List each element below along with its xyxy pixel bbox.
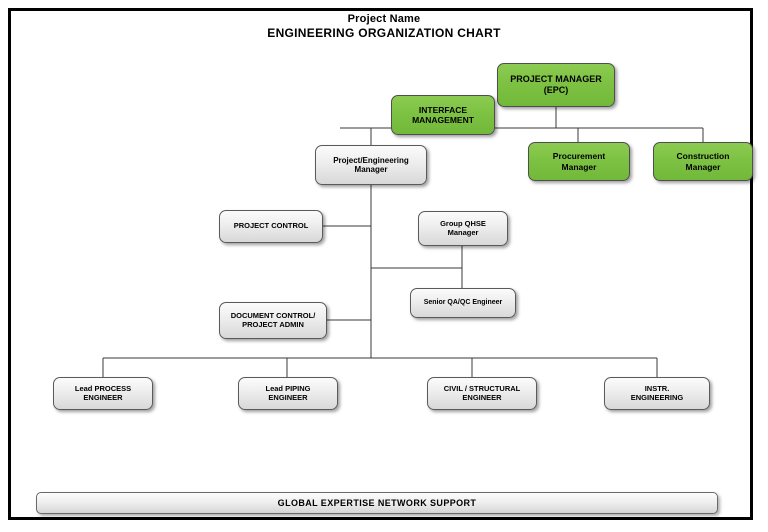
chart-border-frame [8, 8, 753, 520]
node-label: PROJECT MANAGER (EPC) [510, 74, 602, 95]
node-label: Project/Engineering Manager [333, 155, 409, 174]
footer-label: GLOBAL EXPERTISE NETWORK SUPPORT [277, 498, 477, 508]
node-label: CIVIL / STRUCTURAL ENGINEER [443, 383, 521, 402]
node-interface-management[interactable]: INTERFACE MANAGEMENT [391, 95, 495, 135]
node-label: Lead PROCESS ENGINEER [74, 383, 132, 402]
node-instr-engineering[interactable]: INSTR. ENGINEERING [604, 377, 710, 410]
node-label: Senior QA/QC Engineer [423, 298, 503, 306]
node-project-manager-epc[interactable]: PROJECT MANAGER (EPC) [497, 63, 615, 107]
node-project-engineering-manager[interactable]: Project/Engineering Manager [315, 145, 427, 185]
node-document-control[interactable]: DOCUMENT CONTROL/ PROJECT ADMIN [219, 302, 327, 339]
node-label: Construction Manager [676, 151, 730, 172]
node-construction-manager[interactable]: Construction Manager [653, 142, 753, 181]
node-lead-process-engineer[interactable]: Lead PROCESS ENGINEER [53, 377, 153, 410]
node-civil-structural-engineer[interactable]: CIVIL / STRUCTURAL ENGINEER [427, 377, 537, 410]
node-label: INSTR. ENGINEERING [630, 383, 684, 402]
node-lead-piping-engineer[interactable]: Lead PIPING ENGINEER [238, 377, 338, 410]
node-label: Procurement Manager [552, 151, 606, 172]
node-procurement-manager[interactable]: Procurement Manager [528, 142, 630, 181]
global-expertise-network-support-bar[interactable]: GLOBAL EXPERTISE NETWORK SUPPORT [36, 492, 718, 514]
node-label: Group QHSE Manager [440, 218, 486, 237]
node-label: PROJECT CONTROL [233, 221, 309, 231]
node-group-qhse-manager[interactable]: Group QHSE Manager [418, 211, 508, 246]
node-label: Lead PIPING ENGINEER [265, 383, 311, 402]
node-senior-qaqc-engineer[interactable]: Senior QA/QC Engineer [410, 288, 516, 318]
node-project-control[interactable]: PROJECT CONTROL [219, 210, 323, 243]
node-label: DOCUMENT CONTROL/ PROJECT ADMIN [230, 310, 316, 329]
node-label: INTERFACE MANAGEMENT [412, 104, 474, 125]
